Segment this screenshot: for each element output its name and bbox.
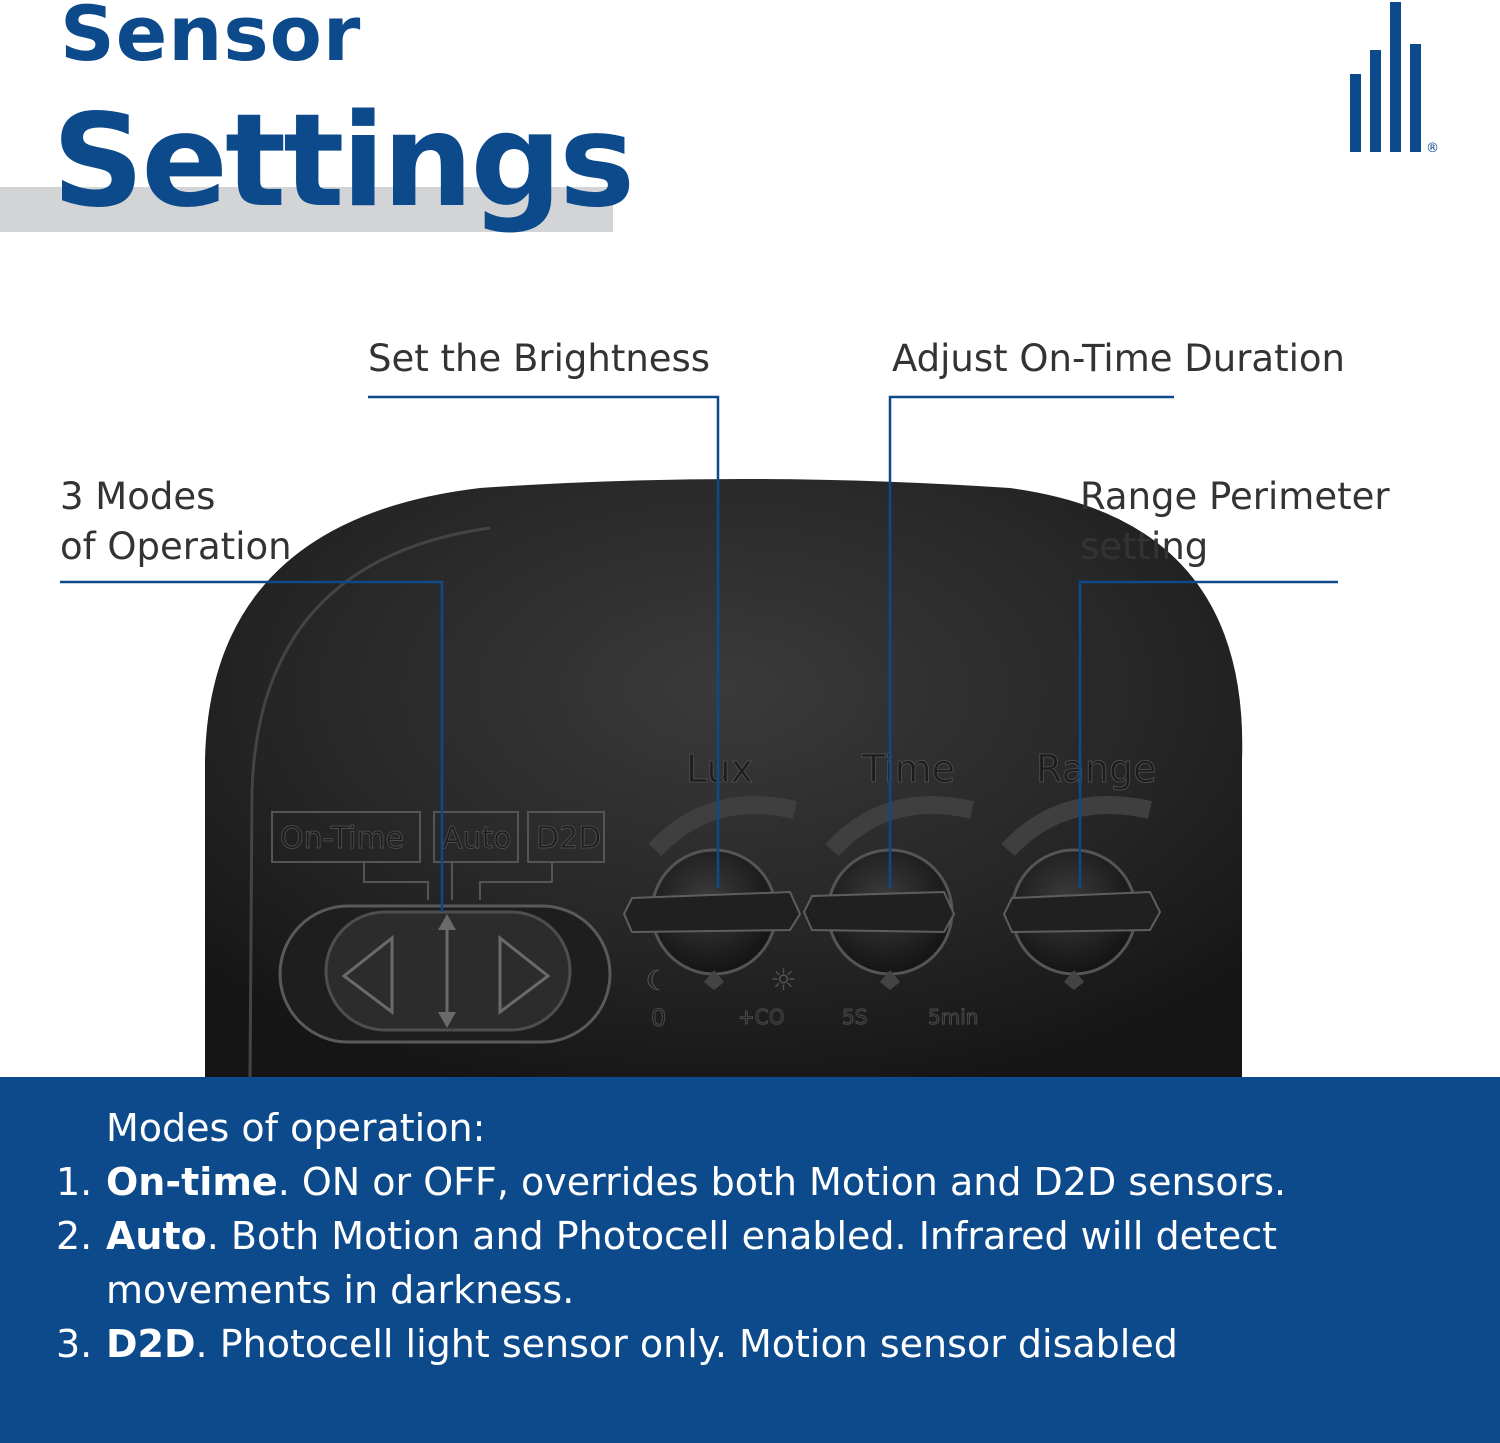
callout-range: Range Perimeter setting <box>1080 472 1390 572</box>
moon-icon: ☾ <box>645 964 670 997</box>
list-item-term: D2D <box>106 1322 196 1366</box>
list-item-desc: . Photocell light sensor only. Motion se… <box>195 1322 1178 1366</box>
brand-logo-icon: ® <box>1350 2 1439 156</box>
slider-left-arrow-icon <box>341 934 394 1015</box>
callout-modes-line-2: of Operation <box>60 525 292 568</box>
list-item-desc: . Both Motion and Photocell enabled. Inf… <box>106 1214 1278 1312</box>
callout-range-line-1: Range Perimeter <box>1080 475 1390 518</box>
callout-modes-line-1: 3 Modes <box>60 475 216 518</box>
slider-up-arrow-icon <box>438 914 456 930</box>
mode-label-auto: Auto <box>442 821 512 856</box>
mode-slider-switch[interactable] <box>278 904 612 1044</box>
mode-label-d2d: D2D <box>536 821 601 856</box>
dial-label-time: Time <box>861 747 955 791</box>
list-item-number: 3. <box>56 1322 93 1366</box>
list-item: 3. D2D. Photocell light sensor only. Mot… <box>56 1317 1446 1371</box>
slider-down-arrow-icon <box>438 1012 456 1028</box>
time-scale-min: 5S <box>842 1005 867 1029</box>
panel-heading: Modes of operation: <box>106 1106 486 1150</box>
dial-label-lux: Lux <box>686 747 753 791</box>
list-item: 2. Auto. Both Motion and Photocell enabl… <box>56 1209 1446 1317</box>
sun-icon: ☼ <box>770 963 797 998</box>
list-item-number: 1. <box>56 1160 93 1204</box>
time-scale-max: 5min <box>928 1005 978 1029</box>
list-item: 1. On-time. ON or OFF, overrides both Mo… <box>56 1155 1446 1209</box>
callout-brightness: Set the Brightness <box>368 337 711 380</box>
modes-info-panel: Modes of operation: 1. On-time. ON or OF… <box>0 1077 1500 1443</box>
list-item-number: 2. <box>56 1214 93 1258</box>
list-item-term: On-time <box>106 1160 278 1204</box>
title-highlight-band <box>0 187 613 232</box>
registered-mark: ® <box>1426 141 1439 156</box>
lux-scale-min: 0 <box>651 1004 666 1032</box>
callout-on-time-duration: Adjust On-Time Duration <box>892 337 1345 380</box>
title-line-2: Settings <box>52 87 635 236</box>
list-item-term: Auto <box>106 1214 207 1258</box>
list-item-desc: . ON or OFF, overrides both Motion and D… <box>277 1160 1287 1204</box>
lux-scale-max: +CO <box>738 1005 784 1029</box>
dial-label-range: Range <box>1036 747 1156 791</box>
mode-label-on-time: On-Time <box>280 821 404 856</box>
title-line-1: Sensor <box>60 0 362 78</box>
callout-modes: 3 Modes of Operation <box>60 472 292 572</box>
callout-range-line-2: setting <box>1080 525 1209 568</box>
slider-right-arrow-icon <box>498 934 551 1015</box>
